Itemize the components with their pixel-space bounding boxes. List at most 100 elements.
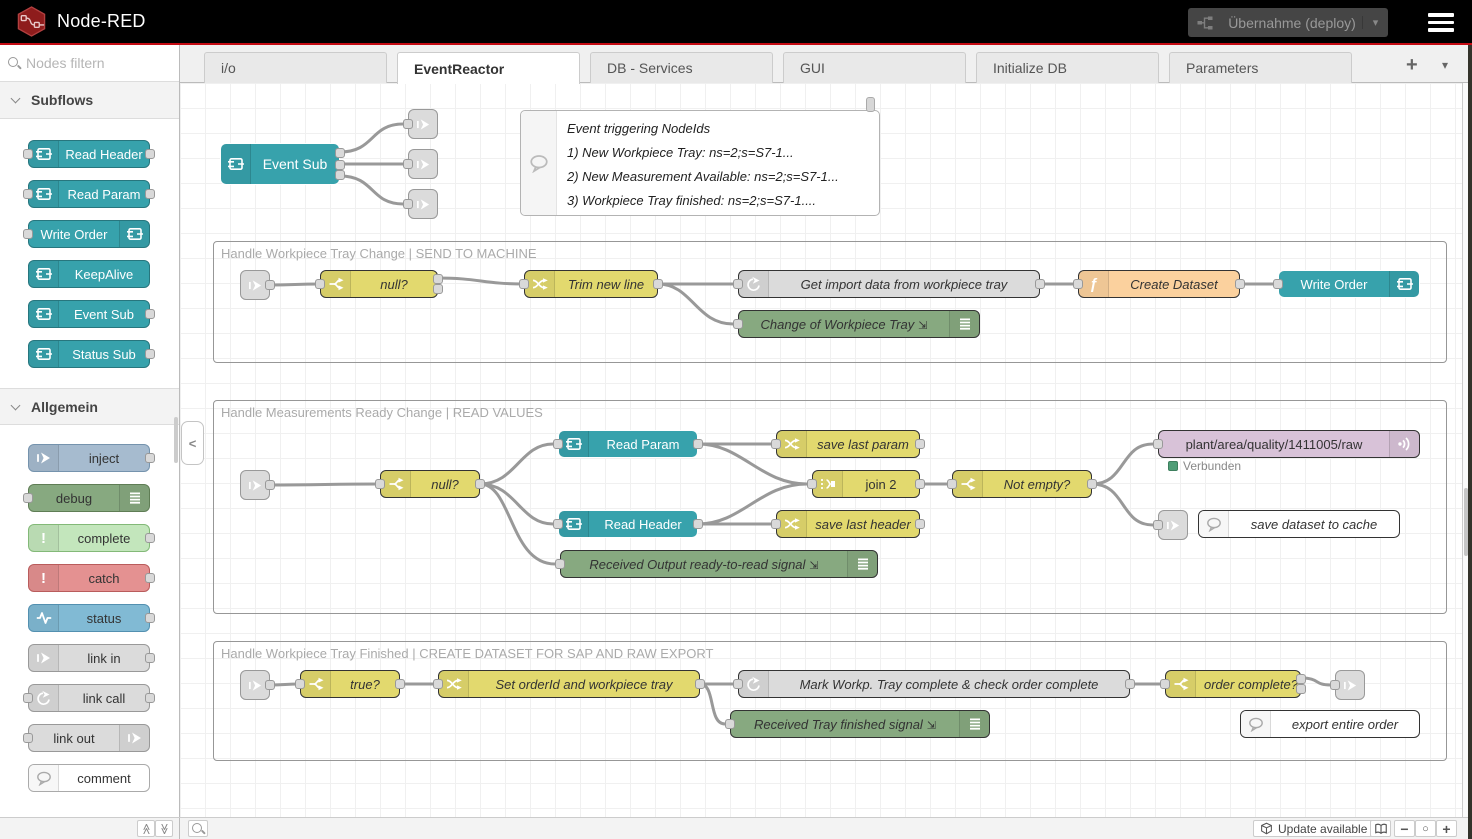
- tab-initialize-db[interactable]: Initialize DB: [976, 52, 1159, 83]
- palette-node-inject[interactable]: inject: [28, 444, 155, 472]
- main-menu-button[interactable]: [1428, 13, 1454, 32]
- node-switch-not-empty[interactable]: Not empty?: [947, 470, 1097, 498]
- input-port[interactable]: [771, 439, 781, 449]
- output-port[interactable]: [145, 653, 155, 663]
- wire[interactable]: [1090, 442, 1155, 486]
- input-port[interactable]: [433, 679, 443, 689]
- output-port[interactable]: [145, 693, 155, 703]
- tab-db-services[interactable]: DB - Services: [590, 52, 773, 83]
- input-port[interactable]: [403, 159, 413, 169]
- output-port[interactable]: [145, 613, 155, 623]
- palette-search-input[interactable]: [26, 55, 156, 71]
- input-port[interactable]: [403, 199, 413, 209]
- output-port[interactable]: [395, 679, 405, 689]
- wire[interactable]: [1090, 482, 1155, 527]
- input-port[interactable]: [733, 279, 743, 289]
- wire[interactable]: [436, 276, 526, 286]
- output-port-3[interactable]: [335, 170, 345, 180]
- palette-node-complete[interactable]: ! complete: [28, 524, 155, 552]
- node-linkcall-mark-complete[interactable]: Mark Workp. Tray complete & check order …: [733, 670, 1135, 698]
- input-port[interactable]: [403, 119, 413, 129]
- palette-section-allgemein[interactable]: Allgemein: [0, 388, 179, 425]
- input-port[interactable]: [771, 519, 781, 529]
- tab-eventreactor[interactable]: EventReactor: [397, 52, 580, 84]
- node-link-out[interactable]: [403, 189, 438, 219]
- scrollbar-thumb[interactable]: [1464, 488, 1468, 556]
- zoom-out-button[interactable]: −: [1394, 820, 1415, 837]
- node-subflow-write-order[interactable]: Write Order: [1273, 270, 1420, 298]
- output-port[interactable]: [1035, 279, 1045, 289]
- input-port[interactable]: [1330, 680, 1340, 690]
- output-port[interactable]: [265, 680, 275, 690]
- palette-node-event-sub[interactable]: Event Sub: [28, 300, 155, 328]
- input-port[interactable]: [1153, 439, 1163, 449]
- tab-gui[interactable]: GUI: [783, 52, 966, 83]
- tab-list-caret[interactable]: ▾: [1442, 58, 1449, 72]
- wire[interactable]: [268, 482, 382, 487]
- output-port-1[interactable]: [1296, 674, 1306, 684]
- output-port-2[interactable]: [433, 284, 443, 294]
- input-port[interactable]: [519, 279, 529, 289]
- group-measurements-ready[interactable]: Handle Measurements Ready Change | READ …: [213, 400, 1447, 614]
- wire[interactable]: [478, 442, 555, 486]
- palette-node-keepalive[interactable]: KeepAlive: [28, 260, 150, 288]
- node-debug-change-of-tray[interactable]: Change of Workpiece Tray⇲: [733, 310, 980, 338]
- node-mqtt-out[interactable]: plant/area/quality/1411005/raw: [1153, 430, 1420, 458]
- palette-node-catch[interactable]: ! catch: [28, 564, 155, 592]
- output-port[interactable]: [693, 519, 703, 529]
- comment-note[interactable]: Event triggering NodeIds 1) New Workpiec…: [520, 110, 880, 216]
- add-tab-button[interactable]: +: [1406, 54, 1418, 76]
- palette-node-link-call[interactable]: link call: [23, 684, 155, 712]
- output-port[interactable]: [915, 439, 925, 449]
- node-link-in[interactable]: [240, 670, 275, 700]
- output-port[interactable]: [145, 349, 155, 359]
- input-port[interactable]: [23, 493, 33, 503]
- node-switch-null-2[interactable]: null?: [375, 470, 485, 498]
- input-port[interactable]: [1160, 679, 1170, 689]
- zoom-reset-button[interactable]: ○: [1415, 820, 1436, 837]
- node-change-set-orderid[interactable]: Set orderId and workpiece tray: [433, 670, 705, 698]
- wire[interactable]: [696, 482, 809, 526]
- node-linkcall-get-import[interactable]: Get import data from workpiece tray: [733, 270, 1045, 298]
- canvas-scrollbar[interactable]: [1462, 83, 1468, 817]
- palette-scroll-up-button[interactable]: ≪: [137, 820, 155, 837]
- input-port[interactable]: [23, 189, 33, 199]
- input-port[interactable]: [1273, 279, 1283, 289]
- input-port[interactable]: [733, 319, 743, 329]
- node-change-trim[interactable]: Trim new line: [519, 270, 663, 298]
- output-port[interactable]: [265, 280, 275, 290]
- palette-node-status[interactable]: status: [28, 604, 155, 632]
- input-port[interactable]: [725, 719, 735, 729]
- output-port-1[interactable]: [433, 274, 443, 284]
- input-port[interactable]: [1073, 279, 1083, 289]
- node-join-2[interactable]: join 2: [807, 470, 925, 498]
- palette-node-link-out[interactable]: link out: [23, 724, 150, 752]
- input-port[interactable]: [1153, 520, 1163, 530]
- group-workpiece-tray-change[interactable]: Handle Workpiece Tray Change | SEND TO M…: [213, 241, 1447, 363]
- search-flows-button[interactable]: [188, 820, 208, 837]
- palette-node-read-param[interactable]: Read Param: [23, 180, 155, 208]
- palette-collapse-handle[interactable]: <: [181, 421, 204, 465]
- wire[interactable]: [478, 482, 557, 566]
- node-comment-save-cache[interactable]: save dataset to cache: [1198, 510, 1400, 538]
- node-link-in[interactable]: [240, 470, 275, 500]
- node-subflow-read-param[interactable]: Read Param: [553, 430, 703, 458]
- output-port[interactable]: [145, 189, 155, 199]
- node-link-out[interactable]: [403, 109, 438, 139]
- output-port-2[interactable]: [1296, 684, 1306, 694]
- output-port[interactable]: [145, 149, 155, 159]
- input-port[interactable]: [553, 439, 563, 449]
- update-available-button[interactable]: Update available: [1253, 820, 1375, 837]
- output-port[interactable]: [915, 519, 925, 529]
- node-comment-export-order[interactable]: export entire order: [1240, 710, 1420, 738]
- node-function-create-dataset[interactable]: ƒ Create Dataset: [1073, 270, 1245, 298]
- node-change-save-last-header[interactable]: save last header: [771, 510, 925, 538]
- output-port[interactable]: [1125, 679, 1135, 689]
- wire[interactable]: [696, 442, 809, 486]
- output-port[interactable]: [145, 533, 155, 543]
- node-link-out[interactable]: [1153, 510, 1188, 540]
- input-port[interactable]: [553, 519, 563, 529]
- wire[interactable]: [338, 174, 405, 206]
- node-link-out[interactable]: [403, 149, 438, 179]
- output-port-1[interactable]: [335, 148, 345, 158]
